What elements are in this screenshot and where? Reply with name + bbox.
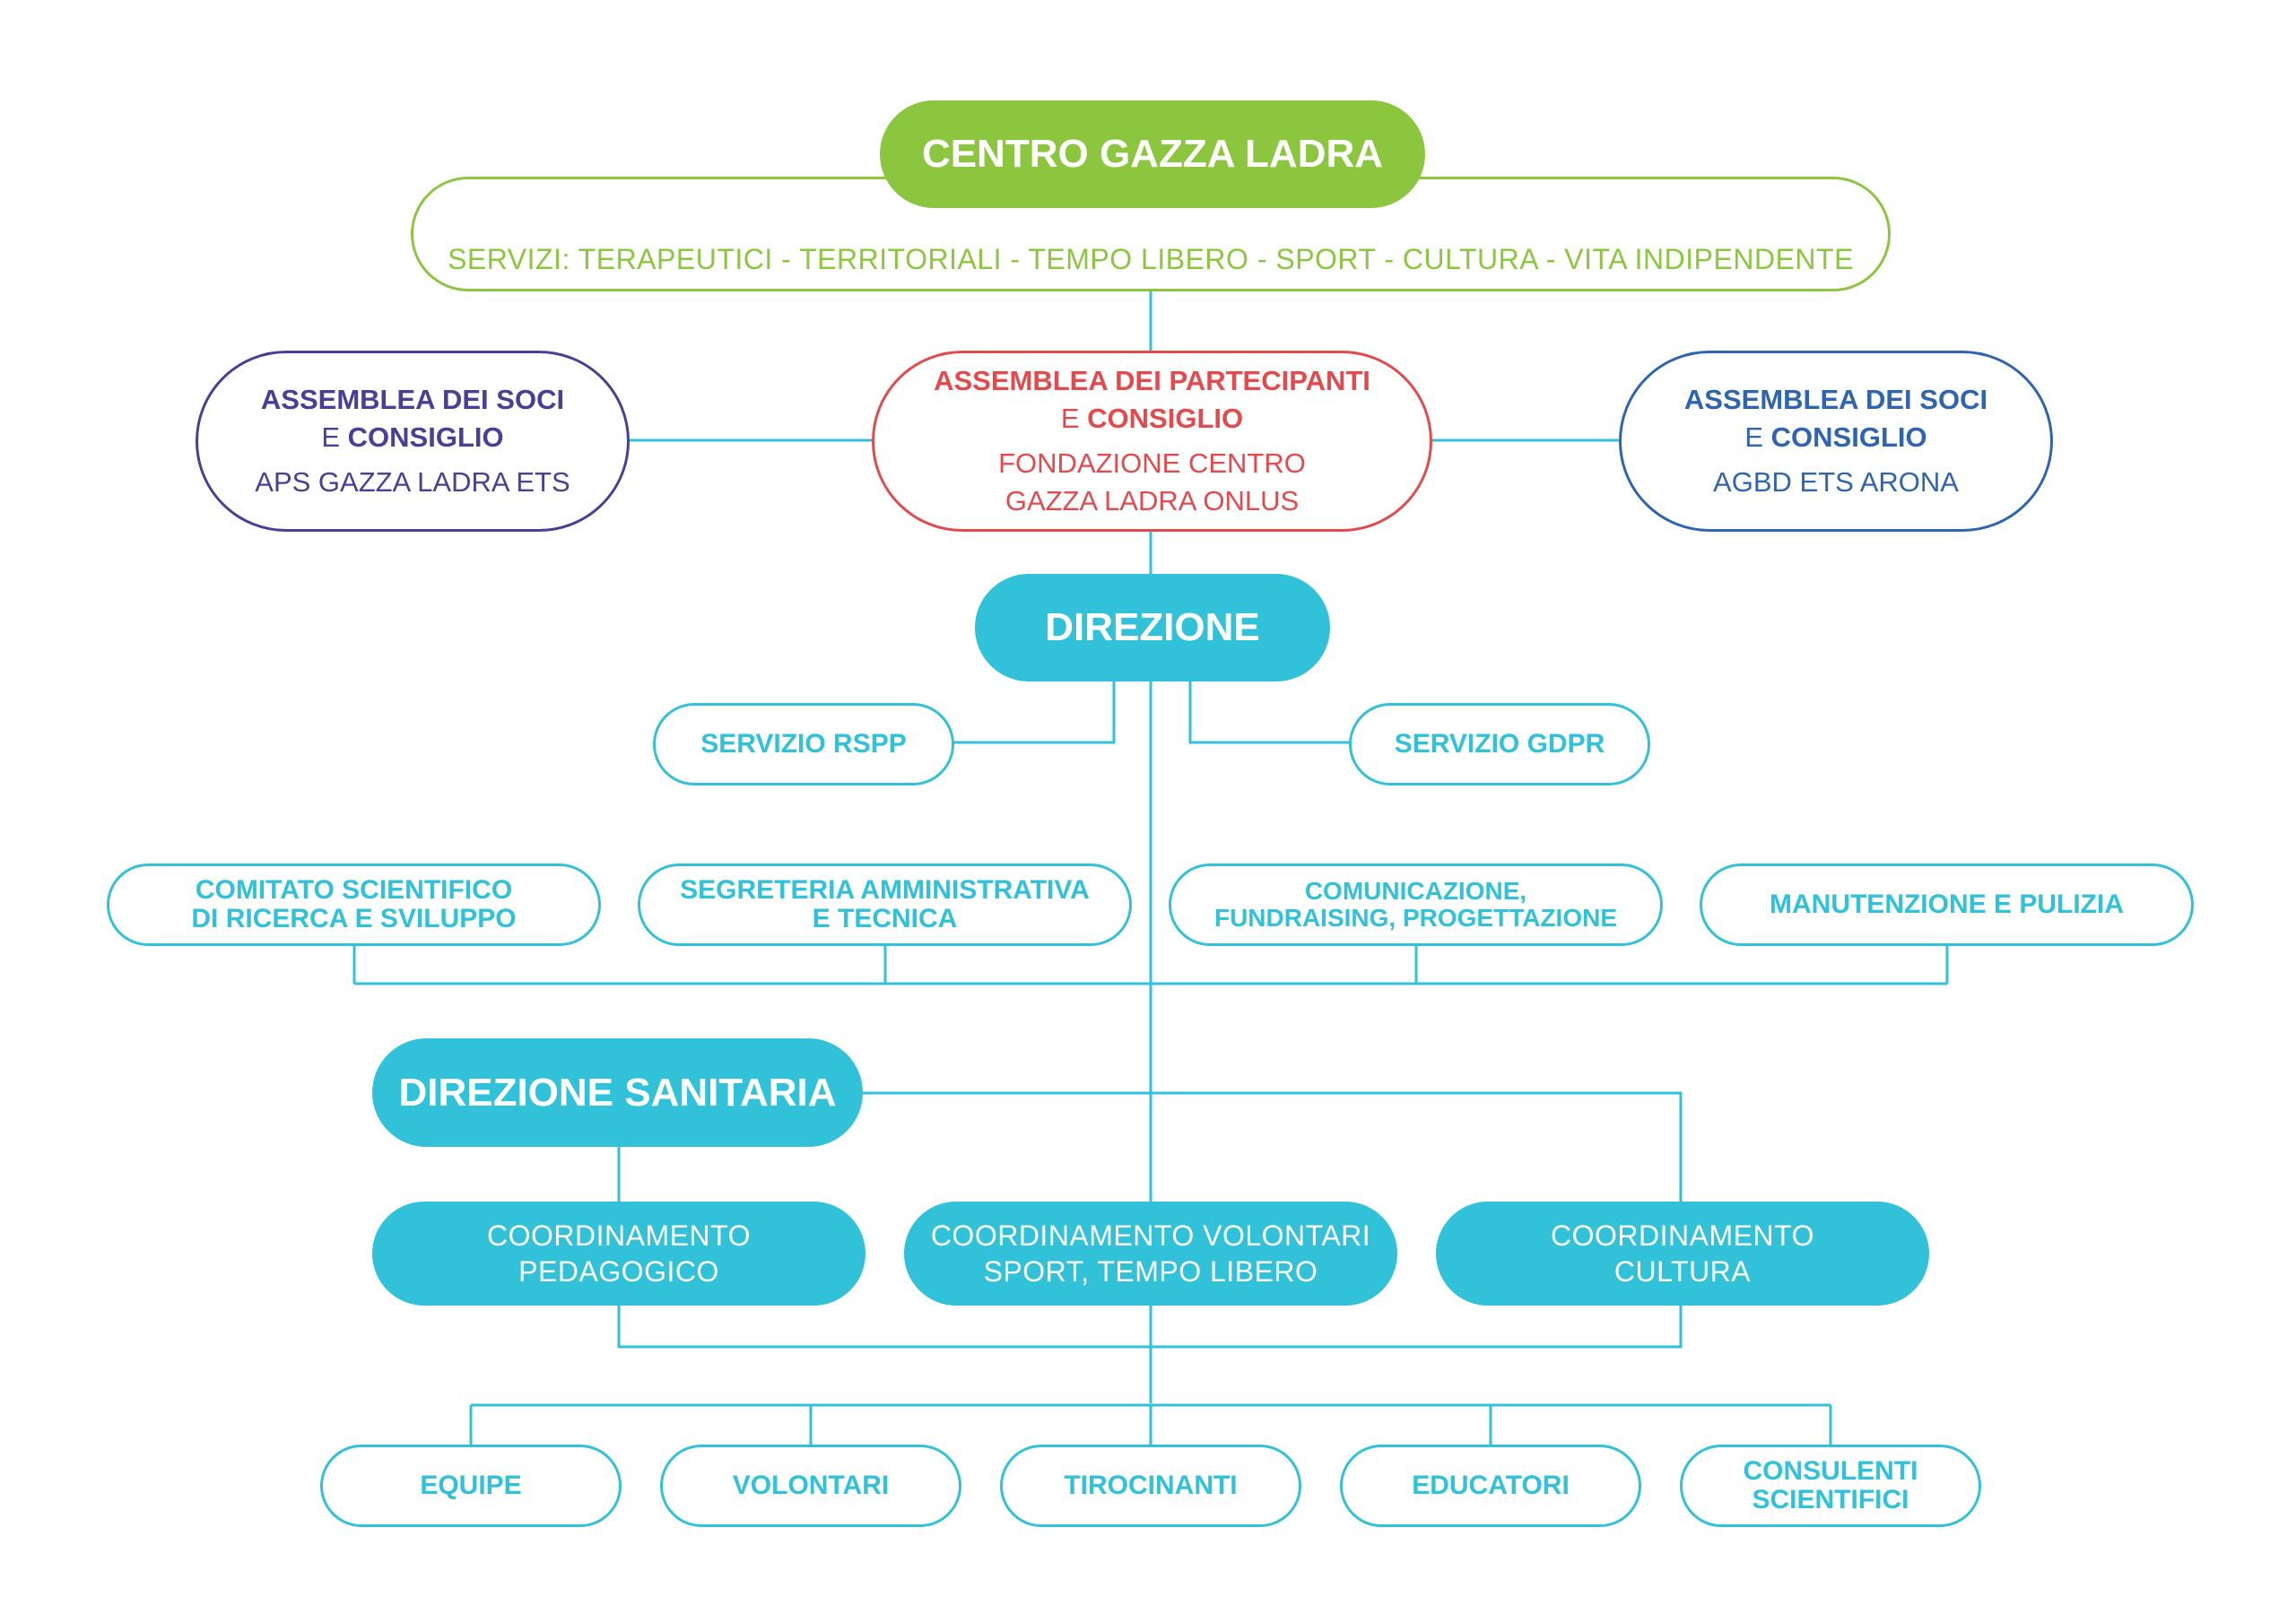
assembly-right-consiglio: CONSIGLIO: [1770, 421, 1927, 453]
assembly-right-conj: E: [1744, 421, 1771, 453]
coord-cultura-line2: CULTURA: [1613, 1255, 1752, 1288]
coordinamento-pedagogico-box: COORDINAMENTO PEDAGOGICO: [372, 1202, 865, 1306]
bottom-box-consulenti: CONSULENTI SCIENTIFICI: [1680, 1445, 1981, 1527]
assembly-center: ASSEMBLEA DEI PARTECIPANTI E CONSIGLIO F…: [872, 351, 1432, 532]
servizio-rspp-text: SERVIZIO RSPP: [700, 729, 907, 759]
bottom-tirocinanti-text: TIROCINANTI: [1064, 1471, 1238, 1500]
staff-comitato-line2: DI RICERCA E SVILUPPO: [191, 904, 517, 933]
assembly-center-line1: ASSEMBLEA DEI PARTECIPANTI: [934, 365, 1370, 396]
coord-pedagogico-line1: COORDINAMENTO: [487, 1219, 751, 1252]
staff-segreteria-line2: E TECNICA: [812, 904, 958, 933]
staff-box-segreteria: SEGRETERIA AMMINISTRATIVA E TECNICA: [638, 864, 1132, 946]
direzione-box: DIREZIONE: [975, 574, 1330, 681]
staff-segreteria-line1: SEGRETERIA AMMINISTRATIVA: [680, 875, 1090, 905]
staff-box-comunicazione: COMUNICAZIONE, FUNDRAISING, PROGETTAZION…: [1169, 864, 1663, 946]
assembly-right-line2: E CONSIGLIO: [1744, 419, 1926, 456]
bottom-volontari-text: VOLONTARI: [732, 1471, 890, 1500]
assembly-center-org2: GAZZA LADRA ONLUS: [1004, 485, 1300, 516]
staff-comunicazione-line2: FUNDRAISING, PROGETTAZIONE: [1213, 904, 1618, 932]
bottom-box-volontari: VOLONTARI: [660, 1445, 961, 1527]
coordinamento-cultura-box: COORDINAMENTO CULTURA: [1436, 1202, 1929, 1306]
staff-box-manutenzione: MANUTENZIONE E PULIZIA: [1700, 864, 2194, 946]
staff-manutenzione-line1: MANUTENZIONE E PULIZIA: [1770, 890, 2124, 919]
assembly-left-line1: ASSEMBLEA DEI SOCI: [260, 384, 565, 415]
coord-volontari-line1: COORDINAMENTO VOLONTARI: [930, 1219, 1371, 1252]
assembly-left: ASSEMBLEA DEI SOCI E CONSIGLIO APS GAZZA…: [196, 351, 630, 532]
assembly-center-conj: E: [1060, 403, 1088, 434]
assembly-center-consiglio: CONSIGLIO: [1087, 403, 1244, 434]
assembly-left-org: APS GAZZA LADRA ETS: [255, 466, 570, 498]
gdpr-connector: [1188, 681, 1350, 744]
bottom-box-tirocinanti: TIROCINANTI: [1000, 1445, 1301, 1527]
staff-box-comitato: COMITATO SCIENTIFICO DI RICERCA E SVILUP…: [107, 864, 601, 946]
sanitaria-connector: [863, 1091, 1683, 1202]
bottom-equipe-text: EQUIPE: [420, 1471, 522, 1500]
services-text: SERVIZI: TERAPEUTICI - TERRITORIALI - TE…: [448, 243, 1854, 275]
bottom-box-educatori: EDUCATORI: [1340, 1445, 1641, 1527]
rspp-connector: [952, 681, 1116, 744]
coord-volontari-line2: SPORT, TEMPO LIBERO: [983, 1255, 1318, 1288]
assembly-right: ASSEMBLEA DEI SOCI E CONSIGLIO AGBD ETS …: [1619, 351, 2053, 532]
assembly-right-line1: ASSEMBLEA DEI SOCI: [1683, 384, 1988, 415]
servizio-gdpr-box: SERVIZIO GDPR: [1349, 703, 1650, 785]
assembly-center-line2: E CONSIGLIO: [1061, 400, 1243, 438]
assembly-left-consiglio: CONSIGLIO: [347, 421, 504, 453]
staff-comunicazione-line1: COMUNICAZIONE,: [1304, 877, 1527, 905]
centro-title-text: CENTRO GAZZA LADRA: [921, 132, 1384, 176]
assembly-center-org1: FONDAZIONE CENTRO: [998, 447, 1306, 479]
assembly-left-line2: E CONSIGLIO: [321, 419, 503, 456]
servizio-gdpr-text: SERVIZIO GDPR: [1394, 729, 1605, 759]
staff-comitato-line1: COMITATO SCIENTIFICO: [195, 875, 513, 905]
direzione-sanitaria-box: DIREZIONE SANITARIA: [372, 1038, 863, 1147]
bottom-consulenti-line2: SCIENTIFICI: [1752, 1485, 1909, 1515]
bottom-box-equipe: EQUIPE: [320, 1445, 622, 1527]
assembly-left-conj: E: [321, 421, 348, 453]
coord-pedagogico-line2: PEDAGOGICO: [518, 1255, 719, 1288]
coordinamento-volontari-box: COORDINAMENTO VOLONTARI SPORT, TEMPO LIB…: [904, 1202, 1397, 1306]
servizio-rspp-box: SERVIZIO RSPP: [653, 703, 954, 785]
bottom-consulenti-line1: CONSULENTI: [1743, 1456, 1918, 1486]
bottom-educatori-text: EDUCATORI: [1412, 1471, 1570, 1500]
assembly-right-org: AGBD ETS ARONA: [1713, 466, 1959, 498]
direzione-text: DIREZIONE: [1045, 605, 1260, 649]
direzione-sanitaria-text: DIREZIONE SANITARIA: [398, 1070, 837, 1115]
coord-cultura-line1: COORDINAMENTO: [1551, 1219, 1814, 1252]
centro-gazza-ladra-title: CENTRO GAZZA LADRA: [880, 100, 1425, 208]
coord-bus: [617, 1306, 1683, 1349]
